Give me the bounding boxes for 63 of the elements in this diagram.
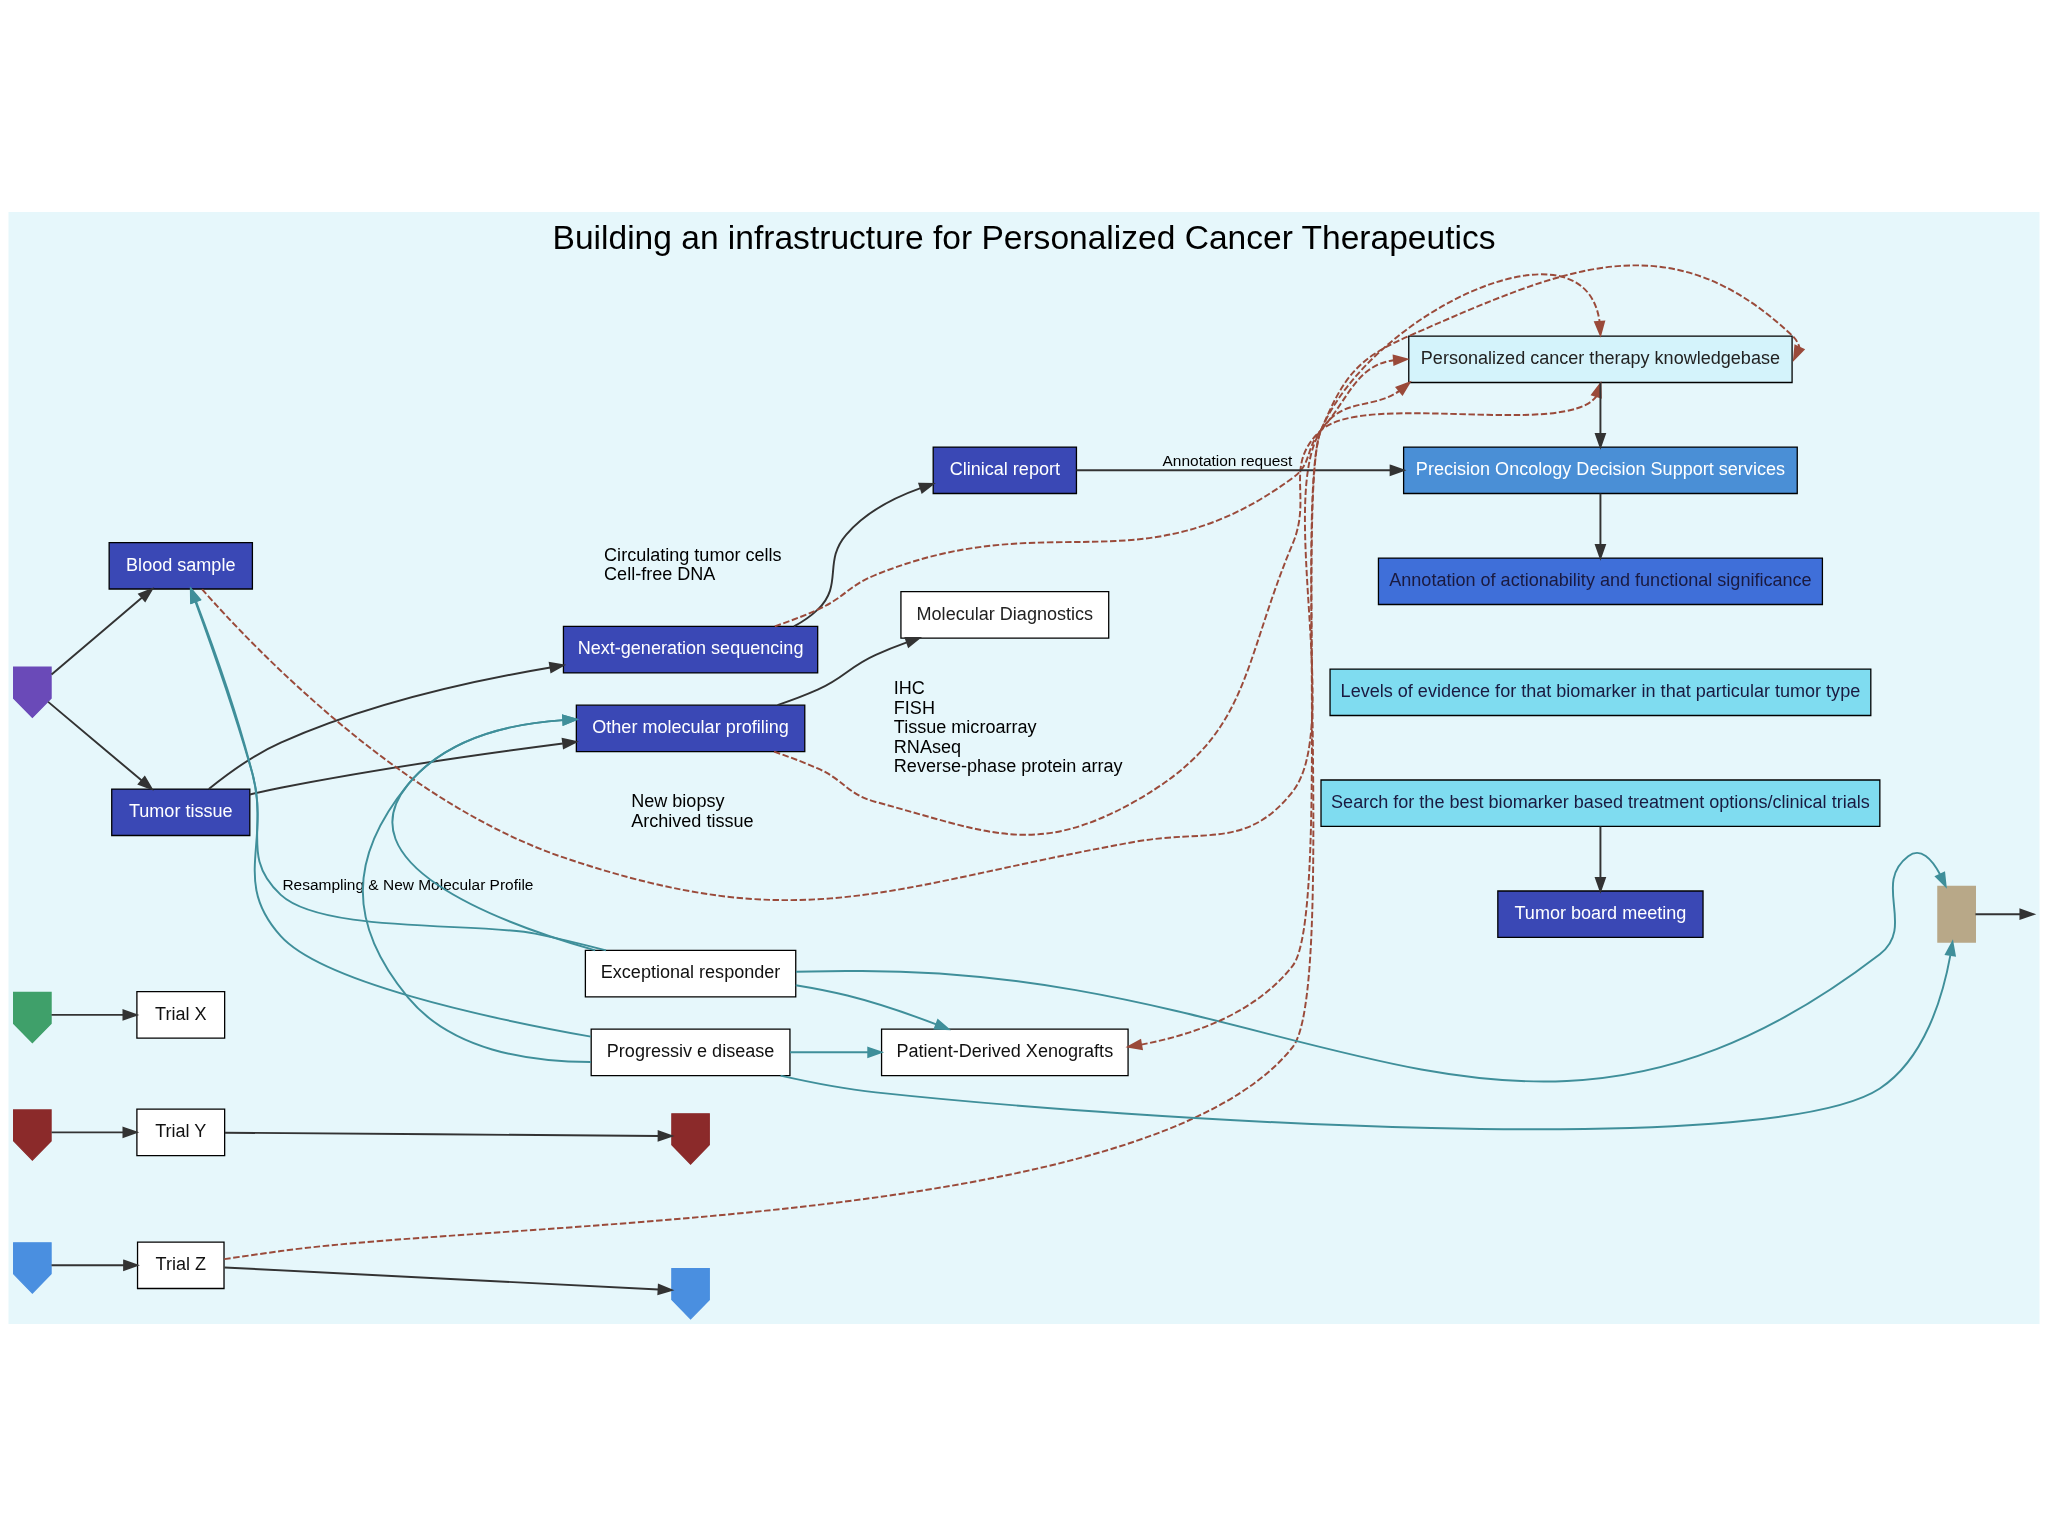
node-box: Tumor board meeting bbox=[1497, 890, 1704, 939]
diagram-title: Building an infrastructure for Personalized Cancer Therapeutics bbox=[552, 219, 1496, 257]
edge-label: Annotation request bbox=[1162, 451, 1293, 469]
node-label: RNAseq bbox=[893, 736, 962, 757]
arrow bbox=[223, 1130, 675, 1142]
node-box bbox=[1937, 885, 1976, 943]
arrow bbox=[223, 1266, 675, 1296]
arrow bbox=[779, 939, 1957, 1131]
arrow bbox=[189, 586, 607, 952]
node-label: FISH bbox=[893, 697, 935, 718]
arrow bbox=[1594, 825, 1607, 894]
arrow bbox=[50, 587, 155, 676]
node-box: Next-generation sequencing bbox=[562, 625, 819, 674]
arrow bbox=[1594, 381, 1607, 450]
node-person bbox=[13, 1109, 52, 1161]
node-person bbox=[13, 666, 52, 719]
arrow bbox=[361, 714, 592, 1063]
node-box: Precision Oncology Decision Support services bbox=[1402, 446, 1798, 495]
node-box: Trial Y bbox=[136, 1108, 226, 1157]
node-label: Circulating tumor cells bbox=[604, 544, 782, 565]
node-box: Progressiv e disease bbox=[590, 1028, 791, 1077]
arrow bbox=[1974, 908, 2037, 921]
arrow bbox=[50, 1126, 140, 1139]
arrow bbox=[1594, 492, 1607, 561]
node-box: Levels of evidence for that biomarker in that particular tumor type bbox=[1329, 668, 1872, 717]
node-box: Personalized cancer therapy knowledgebase bbox=[1408, 335, 1793, 384]
node-label: IHC bbox=[893, 678, 925, 699]
arrow bbox=[1125, 273, 1606, 1051]
arrow bbox=[50, 1259, 140, 1272]
arrow bbox=[47, 700, 154, 791]
arrow bbox=[789, 1046, 885, 1059]
node-person bbox=[13, 991, 52, 1044]
node-person bbox=[671, 1268, 710, 1320]
arrow bbox=[391, 714, 597, 952]
node-label: Tissue microarray bbox=[893, 717, 1037, 738]
arrow bbox=[190, 586, 592, 1038]
node-box: Blood sample bbox=[108, 541, 254, 590]
node-box: Molecular Diagnostics bbox=[900, 590, 1110, 639]
node-box: Annotation of actionability and functional significance bbox=[1377, 557, 1824, 606]
node-label: Archived tissue bbox=[631, 810, 754, 831]
node-label: Cell-free DNA bbox=[604, 564, 716, 585]
node-box: Tumor tissue bbox=[111, 788, 251, 837]
arrow bbox=[207, 661, 567, 790]
node-box: Exceptional responder bbox=[584, 949, 797, 998]
arrow bbox=[776, 637, 923, 707]
arrow bbox=[1075, 464, 1407, 477]
arrow bbox=[773, 354, 1410, 628]
arrow bbox=[795, 851, 1947, 1083]
arrow bbox=[794, 984, 952, 1031]
node-box: Other molecular profiling bbox=[575, 704, 806, 753]
node-box: Search for the best biomarker based treatment options/clinical trials bbox=[1320, 779, 1881, 828]
arrow bbox=[793, 482, 936, 628]
node-box: Clinical report bbox=[932, 446, 1078, 495]
node-box: Trial X bbox=[136, 991, 226, 1039]
arrow bbox=[50, 1009, 140, 1021]
arrow bbox=[223, 264, 1806, 1261]
node-box: Patient-Derived Xenografts bbox=[880, 1028, 1129, 1077]
node-label: New biopsy bbox=[631, 791, 725, 812]
arrow bbox=[248, 737, 579, 796]
node-person bbox=[13, 1242, 52, 1294]
node-box: Trial Z bbox=[136, 1241, 225, 1290]
node-person bbox=[671, 1113, 710, 1165]
arrow bbox=[201, 380, 1412, 901]
